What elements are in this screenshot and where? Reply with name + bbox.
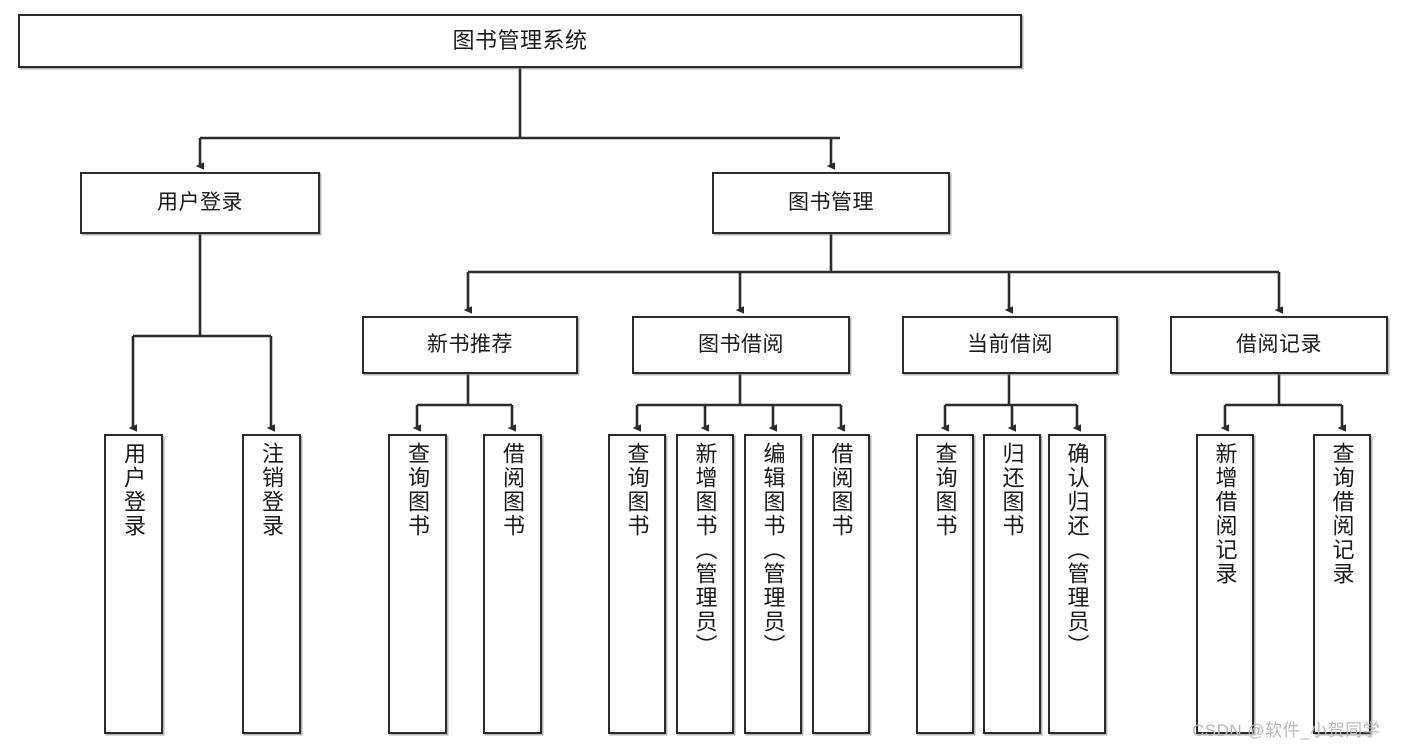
node-label: 查询图书 <box>624 442 650 538</box>
node-label: 归还图书 <box>999 442 1025 538</box>
node-label: 用户登录 <box>157 190 243 214</box>
node-leaf-user-login[interactable]: 用户登录 <box>104 434 163 734</box>
node-leaf-return-book[interactable]: 归还图书 <box>983 434 1041 734</box>
node-leaf-query-record[interactable]: 查询借阅记录 <box>1313 434 1371 734</box>
node-label: 注销登录 <box>259 442 285 538</box>
node-label: 当前借阅 <box>967 332 1053 356</box>
node-current-borrow[interactable]: 当前借阅 <box>902 316 1118 374</box>
node-root-system[interactable]: 图书管理系统 <box>18 14 1022 68</box>
node-leaf-query-book-2[interactable]: 查询图书 <box>608 434 666 734</box>
node-label: 图书管理系统 <box>452 28 588 54</box>
node-leaf-add-record[interactable]: 新增借阅记录 <box>1196 434 1254 734</box>
node-label: 查询借阅记录 <box>1329 442 1355 586</box>
node-leaf-query-book-3[interactable]: 查询图书 <box>916 434 974 734</box>
node-label: 确认归还（管理员） <box>1064 442 1090 658</box>
node-leaf-confirm-return[interactable]: 确认归还（管理员） <box>1048 434 1106 734</box>
node-label: 查询图书 <box>405 442 431 538</box>
node-label: 借阅图书 <box>500 442 526 538</box>
watermark-text: CSDN @软件_小贺同学 <box>1192 721 1381 740</box>
node-label: 新增借阅记录 <box>1212 442 1238 586</box>
node-label: 借阅记录 <box>1236 332 1322 356</box>
node-label: 查询图书 <box>932 442 958 538</box>
node-label: 借阅图书 <box>828 442 854 538</box>
node-label: 图书管理 <box>788 190 874 214</box>
node-book-borrow[interactable]: 图书借阅 <box>632 316 850 374</box>
node-label: 编辑图书（管理员） <box>760 442 786 658</box>
node-user-login[interactable]: 用户登录 <box>80 172 320 234</box>
node-label: 新增图书（管理员） <box>692 442 718 658</box>
node-new-book-recommend[interactable]: 新书推荐 <box>362 316 578 374</box>
node-book-management[interactable]: 图书管理 <box>712 172 950 234</box>
node-label: 用户登录 <box>121 442 147 538</box>
node-borrow-record[interactable]: 借阅记录 <box>1170 316 1388 374</box>
node-leaf-borrow-book-2[interactable]: 借阅图书 <box>812 434 870 734</box>
node-leaf-edit-book[interactable]: 编辑图书（管理员） <box>744 434 802 734</box>
node-leaf-logout[interactable]: 注销登录 <box>242 434 301 734</box>
node-leaf-query-book-1[interactable]: 查询图书 <box>388 434 447 734</box>
node-leaf-borrow-book-1[interactable]: 借阅图书 <box>483 434 542 734</box>
node-label: 新书推荐 <box>427 332 513 356</box>
node-leaf-add-book[interactable]: 新增图书（管理员） <box>676 434 734 734</box>
node-label: 图书借阅 <box>698 332 784 356</box>
